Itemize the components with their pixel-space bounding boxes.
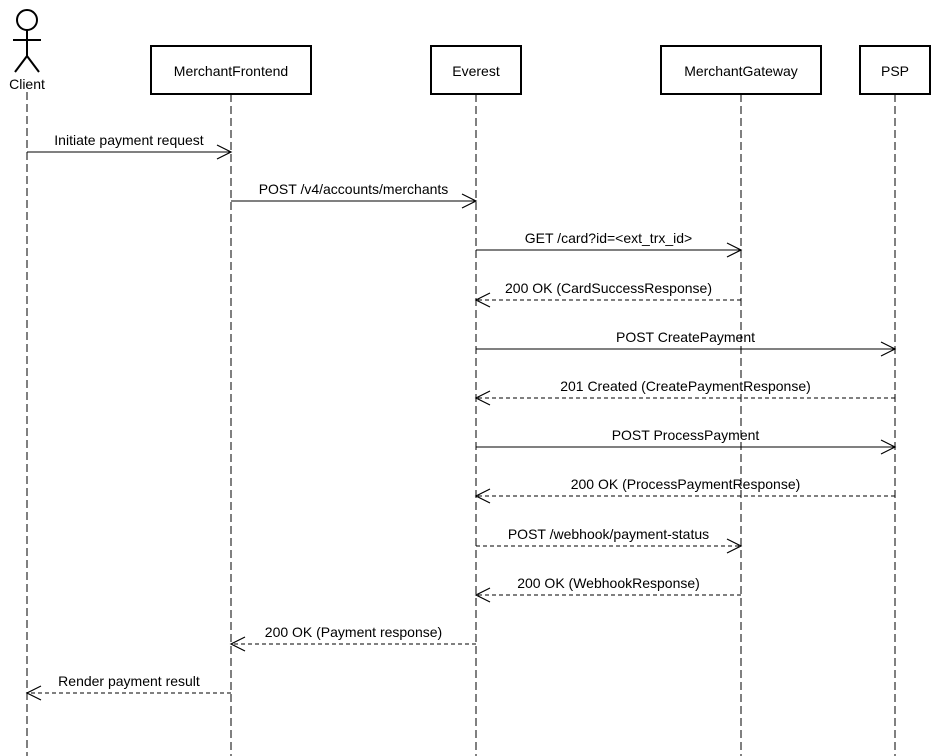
- arrowhead-icon: [216, 144, 233, 160]
- message-label: 200 OK (CardSuccessResponse): [505, 280, 712, 296]
- message-label: 200 OK (ProcessPaymentResponse): [571, 476, 801, 492]
- arrowhead-icon: [229, 636, 246, 652]
- participant-label-frontend: MerchantFrontend: [174, 63, 288, 79]
- arrowhead-icon: [474, 488, 491, 504]
- participant-label-psp: PSP: [881, 63, 909, 79]
- actor-client: Client: [9, 9, 45, 92]
- message-7: POST ProcessPayment: [476, 427, 897, 455]
- arrowhead-icon: [726, 538, 743, 554]
- message-2: POST /v4/accounts/merchants: [231, 181, 478, 209]
- arrowhead-icon: [474, 292, 491, 308]
- message-label: Render payment result: [58, 673, 200, 689]
- message-label: 201 Created (CreatePaymentResponse): [560, 378, 811, 394]
- participant-heads: Client MerchantFrontend Everest MerchantGat…: [9, 9, 931, 95]
- participant-box-frontend: [150, 45, 312, 95]
- message-label: POST ProcessPayment: [612, 427, 760, 443]
- message-label: Initiate payment request: [54, 132, 204, 148]
- message-8: 200 OK (ProcessPaymentResponse): [474, 476, 895, 504]
- arrowhead-icon: [880, 341, 897, 357]
- message-3: GET /card?id=<ext_trx_id>: [476, 230, 743, 258]
- actor-left-leg-icon: [14, 55, 28, 73]
- message-5: POST CreatePayment: [476, 329, 897, 357]
- participant-frontend: MerchantFrontend: [150, 45, 312, 95]
- arrowhead-icon: [474, 587, 491, 603]
- participant-gateway: MerchantGateway: [660, 45, 822, 95]
- arrowhead-icon: [461, 193, 478, 209]
- message-label: POST /v4/accounts/merchants: [259, 181, 449, 197]
- message-9: POST /webhook/payment-status: [476, 526, 743, 554]
- arrowhead-icon: [474, 390, 491, 406]
- arrowhead-icon: [880, 439, 897, 455]
- participant-box-everest: [430, 45, 522, 95]
- participant-label-gateway: MerchantGateway: [684, 63, 798, 79]
- lifelines: [26, 92, 896, 756]
- message-10: 200 OK (WebhookResponse): [474, 575, 741, 603]
- arrowhead-icon: [726, 242, 743, 258]
- message-11: 200 OK (Payment response): [229, 624, 476, 652]
- participant-box-gateway: [660, 45, 822, 95]
- participant-box-psp: [859, 45, 931, 95]
- message-1: Initiate payment request: [27, 132, 233, 160]
- participant-psp: PSP: [859, 45, 931, 95]
- message-label: GET /card?id=<ext_trx_id>: [525, 230, 692, 246]
- participant-label-client: Client: [9, 76, 45, 92]
- arrowhead-icon: [25, 685, 42, 701]
- participant-label-everest: Everest: [452, 63, 500, 79]
- message-4: 200 OK (CardSuccessResponse): [474, 280, 741, 308]
- actor-head-icon: [16, 9, 38, 31]
- message-12: Render payment result: [25, 673, 231, 701]
- actor-right-leg-icon: [26, 55, 40, 73]
- message-label: 200 OK (Payment response): [265, 624, 442, 640]
- message-label: POST /webhook/payment-status: [508, 526, 709, 542]
- participant-everest: Everest: [430, 45, 522, 95]
- message-6: 201 Created (CreatePaymentResponse): [474, 378, 895, 406]
- message-label: POST CreatePayment: [616, 329, 755, 345]
- message-label: 200 OK (WebhookResponse): [517, 575, 700, 591]
